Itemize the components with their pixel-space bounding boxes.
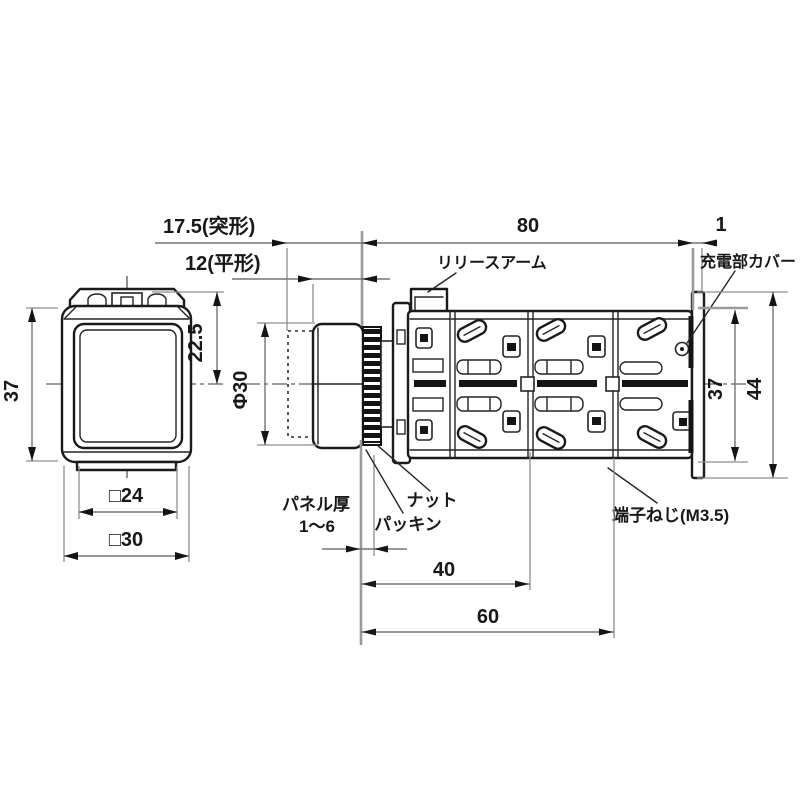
contact-block-1	[456, 319, 521, 449]
dim-side-protruding-depth: 17.5(突形)	[163, 214, 255, 238]
label-release-arm: リリースアーム	[437, 255, 547, 272]
front-view: 37 22.5 □24 □30	[1, 276, 226, 562]
dim-side-body-height: 37	[705, 378, 727, 400]
label-panel-thickness: パネル厚	[282, 495, 350, 514]
label-panel-thickness-range: 1〜6	[299, 517, 335, 536]
dim-side-40: 40	[433, 559, 455, 581]
label-packing: パッキン	[374, 515, 442, 534]
front-bezel-corner-right	[177, 306, 190, 319]
end-plate	[688, 290, 706, 480]
bottom-dimensions: パネル厚 1〜6 ナット パッキン 端子ねじ(M3.5) 40 60	[282, 440, 729, 645]
release-arm	[409, 287, 449, 315]
label-live-part-cover: 充電部カバー	[700, 252, 796, 271]
contact-block-2	[520, 318, 606, 450]
dim-side-flat-depth: 12(平形)	[185, 252, 261, 275]
side-view	[245, 287, 757, 480]
label-nut: ナット	[407, 491, 458, 510]
dim-side-cover-gap: 1	[715, 214, 726, 236]
front-skirt	[75, 460, 178, 472]
front-button-outer	[72, 322, 184, 450]
cap-diameter-dimension: Φ30	[230, 322, 317, 446]
front-button-inner	[79, 329, 177, 443]
dim-front-top-to-center: 22.5	[185, 324, 207, 363]
front-lug-arch-right	[147, 293, 167, 308]
dim-side-cap-diameter: Φ30	[230, 371, 252, 410]
contact-block-3	[605, 317, 693, 449]
top-dimensions: 17.5(突形) 80 1 12(平形) リリースアーム 充電部カバー	[155, 214, 796, 344]
dim-side-body-length: 80	[517, 215, 539, 237]
dim-side-60: 60	[477, 606, 499, 628]
contact-block-0	[412, 327, 446, 441]
label-terminal-screw: 端子ねじ(M3.5)	[612, 505, 729, 525]
dim-front-height: 37	[1, 380, 23, 402]
side-packing-step	[380, 340, 394, 428]
side-button-cap	[311, 322, 365, 450]
side-nut-ring	[362, 326, 382, 446]
front-lug-arch-left	[87, 293, 107, 308]
dim-side-flange-height: 44	[744, 377, 766, 400]
front-bezel-corner-left	[64, 306, 77, 319]
dim-front-button-square: □24	[109, 485, 144, 507]
right-dimensions: 37 44	[697, 291, 788, 479]
dim-front-body-square: □30	[109, 529, 143, 551]
